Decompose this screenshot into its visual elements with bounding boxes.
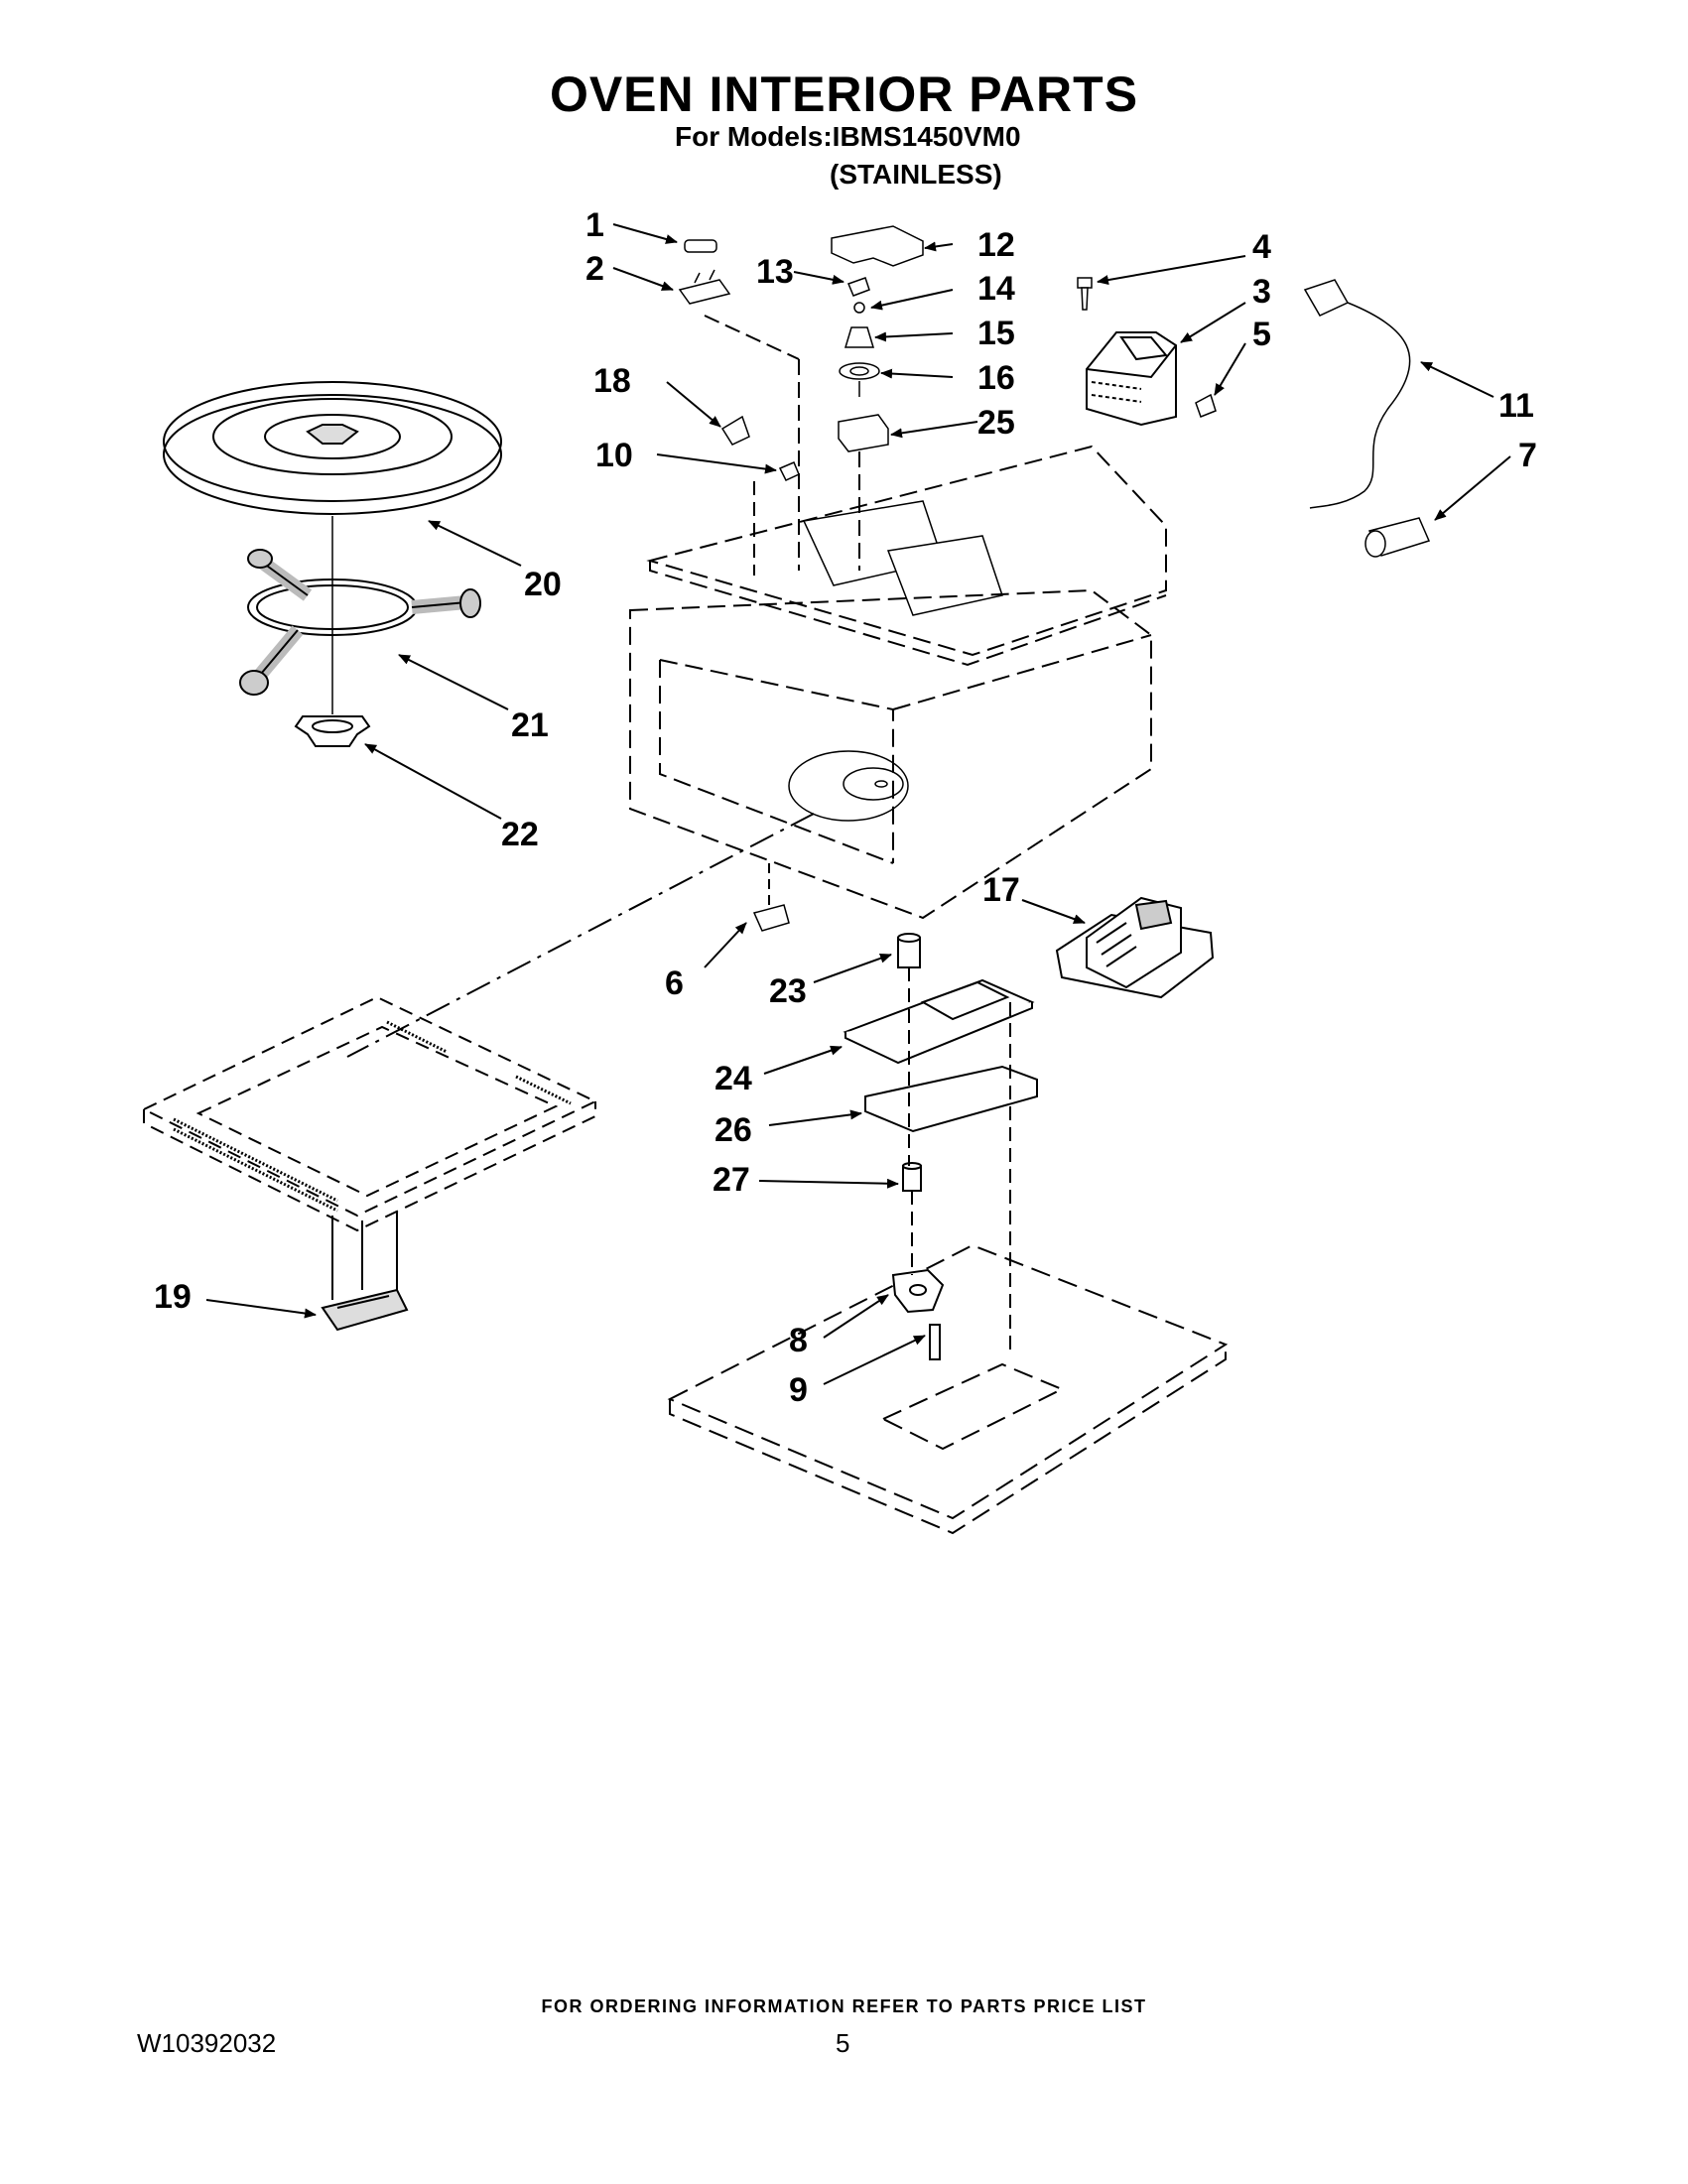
leader-arrows bbox=[205, 223, 1511, 1385]
callout-9: 9 bbox=[789, 1371, 808, 1409]
callout-2: 2 bbox=[585, 250, 604, 288]
callout-26: 26 bbox=[714, 1111, 752, 1149]
callout-7: 7 bbox=[1518, 437, 1537, 474]
bottom-plate-dashed bbox=[667, 1243, 1229, 1535]
oven-cavity-dashed bbox=[629, 588, 1152, 920]
turntable-tray bbox=[163, 381, 502, 515]
lower-cover-dashed bbox=[141, 995, 598, 1232]
callout-11: 11 bbox=[1498, 387, 1534, 425]
page-title: OVEN INTERIOR PARTS bbox=[549, 66, 1139, 122]
callout-1: 1 bbox=[585, 206, 604, 244]
callout-4: 4 bbox=[1252, 228, 1271, 266]
lower-stack bbox=[843, 933, 1038, 1360]
callout-17: 17 bbox=[982, 871, 1020, 909]
callout-15: 15 bbox=[977, 315, 1015, 352]
model-line: For Models:IBMS1450VM0 bbox=[675, 121, 1021, 152]
callout-20: 20 bbox=[524, 566, 562, 603]
stirrer-support bbox=[321, 1211, 409, 1332]
callout-19: 19 bbox=[154, 1278, 192, 1316]
magnetron bbox=[1055, 896, 1215, 999]
callout-10: 10 bbox=[595, 437, 633, 474]
callout-14: 14 bbox=[977, 270, 1015, 308]
perforation-rows bbox=[173, 1020, 572, 1213]
callout-3: 3 bbox=[1252, 273, 1271, 311]
transformer-clip bbox=[1195, 393, 1217, 418]
callout-21: 21 bbox=[511, 707, 549, 744]
callout-5: 5 bbox=[1252, 316, 1271, 353]
stirrer-stack bbox=[831, 225, 924, 452]
finish-line: (STAINLESS) bbox=[830, 159, 1002, 190]
callout-18: 18 bbox=[593, 362, 631, 400]
power-cord bbox=[1303, 279, 1411, 509]
high-voltage-transformer bbox=[1086, 331, 1177, 427]
callout-22: 22 bbox=[501, 816, 539, 853]
callout-6: 6 bbox=[665, 964, 684, 1002]
thermal-fuse bbox=[678, 239, 731, 305]
callout-27: 27 bbox=[713, 1161, 750, 1199]
callout-13: 13 bbox=[756, 253, 794, 291]
callout-12: 12 bbox=[977, 226, 1015, 264]
bottom-bracket bbox=[752, 904, 790, 932]
top-cover-dashed bbox=[646, 445, 1167, 667]
callout-23: 23 bbox=[769, 972, 807, 1010]
callout-labels: 1 2 3 4 5 6 7 8 9 10 11 12 13 14 15 16 1… bbox=[154, 206, 1537, 1409]
turntable-coupler bbox=[294, 715, 371, 747]
cavity-floor-disc bbox=[788, 750, 909, 822]
callout-25: 25 bbox=[977, 404, 1015, 442]
page-number: 5 bbox=[836, 2028, 850, 2058]
transformer-screw bbox=[1077, 277, 1093, 311]
ordering-note: FOR ORDERING INFORMATION REFER TO PARTS … bbox=[541, 1996, 1147, 2016]
callout-8: 8 bbox=[789, 1322, 808, 1359]
roller-ring bbox=[239, 549, 481, 696]
callout-16: 16 bbox=[977, 359, 1015, 397]
switch-parts bbox=[720, 415, 800, 481]
callout-24: 24 bbox=[714, 1060, 752, 1097]
fuse-holder bbox=[1364, 517, 1431, 558]
document-number: W10392032 bbox=[137, 2028, 277, 2058]
